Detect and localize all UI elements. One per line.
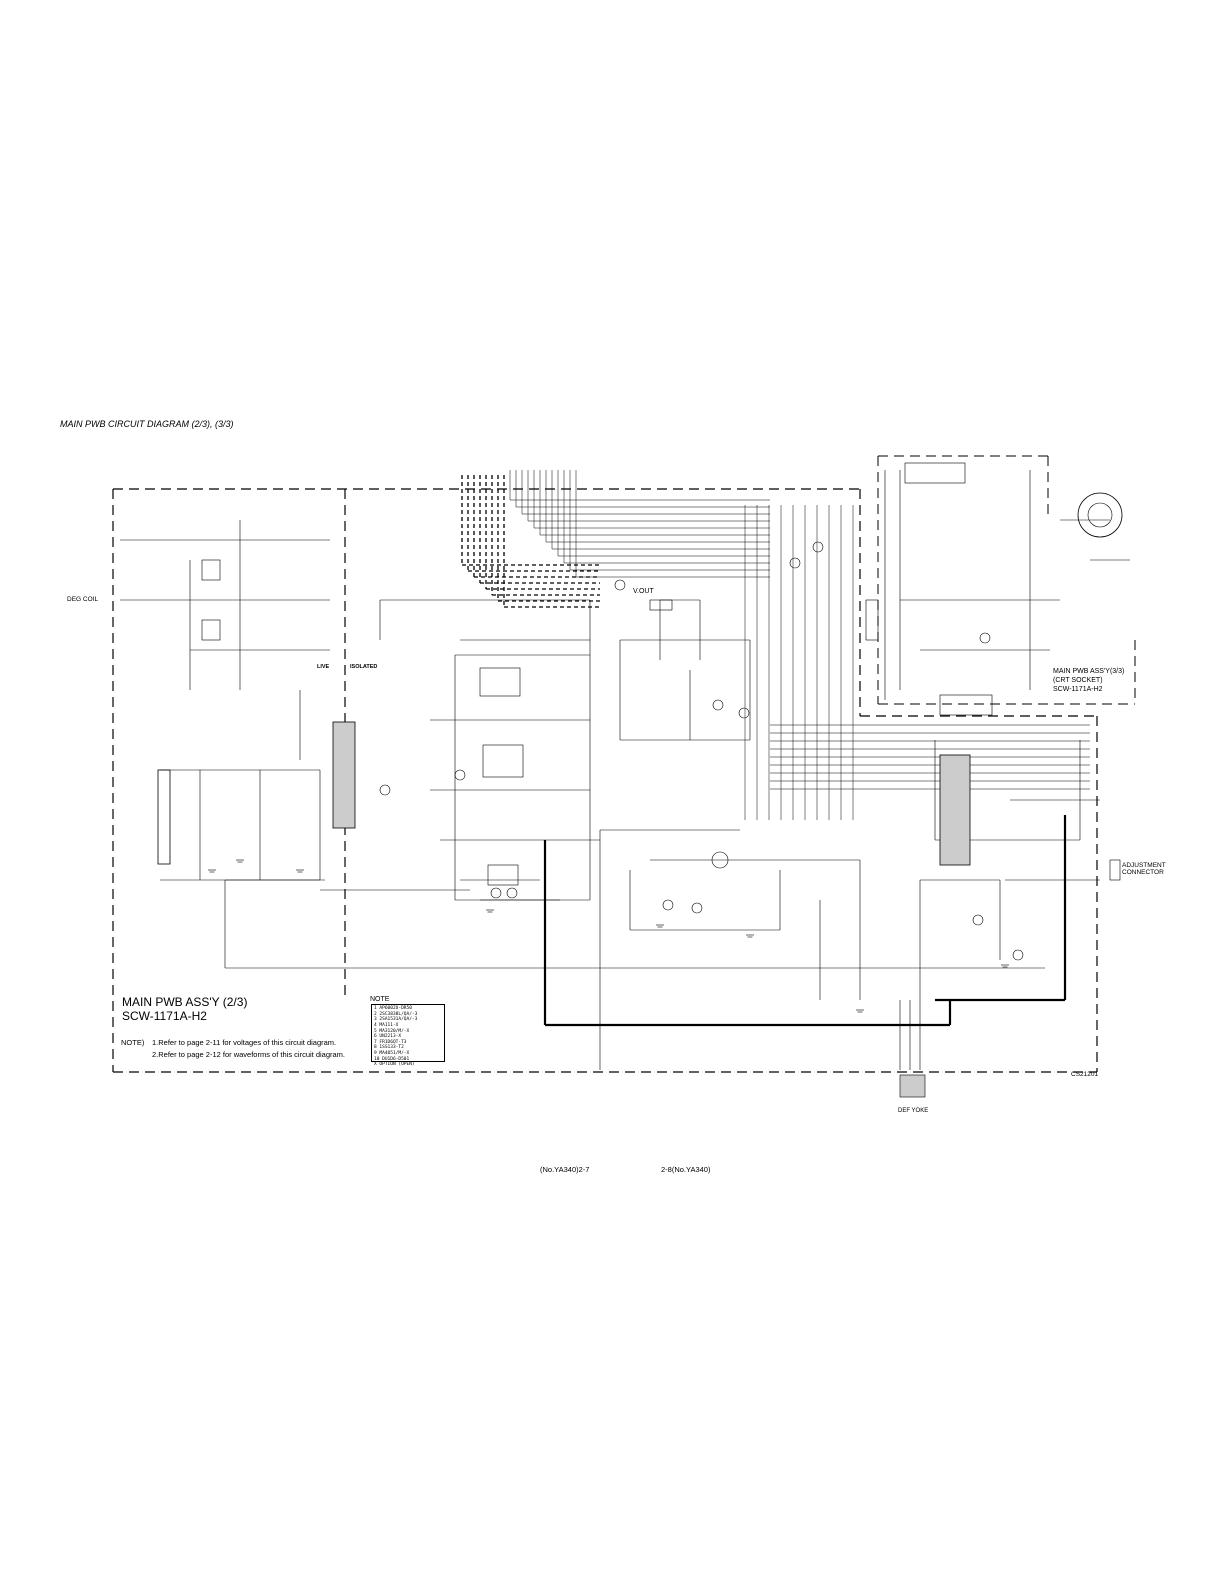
schematic-id: CS21201 (1071, 1071, 1099, 1078)
part-note-line: 1 AP6002U-DR50 (374, 1006, 412, 1011)
bridge-rectifier (201, 619, 221, 641)
part-note-line: 10 DU1D6-D501 (374, 1056, 410, 1062)
av-connector (157, 769, 171, 865)
ic-package (482, 744, 524, 778)
def-yoke-label: DEF YOKE (898, 1108, 929, 1114)
transistor-icon (506, 887, 518, 899)
part-note-header: NOTE (370, 996, 390, 1003)
assembly-code: SCW-1171A-H2 (122, 1009, 207, 1023)
transistor-icon (812, 541, 824, 553)
notes-label: NOTE) (121, 1038, 145, 1047)
part-note-line: X OPTION (OPEN) (374, 1062, 415, 1068)
crt-socket-icon (1077, 492, 1123, 538)
adjustment-connector-line: ADJUSTMENT (1122, 862, 1166, 869)
transistor-icon (662, 899, 674, 911)
transistor-icon (712, 699, 724, 711)
part-note-line: 6 UN2213-X (374, 1034, 402, 1040)
transistor-icon (789, 557, 801, 569)
crt-socket-line: MAIN PWB ASS'Y(3/3) (1053, 668, 1125, 675)
crt-socket-line: SCW-1171A-H2 (1053, 685, 1103, 693)
page-title: MAIN PWB CIRCUIT DIAGRAM (2/3), (3/3) (60, 419, 234, 429)
transistor-icon (972, 914, 984, 926)
page-number-left: (No.YA340)2-7 (540, 1165, 590, 1174)
note-item: 1.Refer to page 2-11 for voltages of thi… (152, 1038, 337, 1047)
page-number-right: 2-8(No.YA340) (661, 1165, 711, 1174)
part-note-line: 4 MA111-X (374, 1022, 399, 1028)
adjustment-connector (1109, 859, 1121, 881)
part-note-line: 9 MA4051/M/-X (374, 1051, 410, 1056)
transistor-icon (1012, 949, 1024, 961)
transistor-icon (738, 707, 750, 719)
part-note-box: NOTE 1 AP6002U-DR50 2 2SC3838L/QA/-3 3 2… (369, 996, 447, 1067)
adjustment-connector-label: ADJUSTMENT CONNECTOR (1122, 862, 1166, 877)
ic-package (649, 599, 673, 611)
assembly-title: MAIN PWB ASS'Y (2/3) (122, 995, 248, 1009)
transistor-icon (454, 769, 466, 781)
part-note-line: 5 MA3120/M/-X (374, 1028, 410, 1034)
ic-package (487, 864, 519, 886)
transistor-icon (711, 851, 729, 869)
transistor-icon (490, 887, 502, 899)
part-note-line: 8 1SS133-T2 (374, 1045, 404, 1051)
part-note-list: 1 AP6002U-DR50 2 2SC3838L/QA/-3 3 2SA153… (371, 1004, 445, 1067)
power-transformer (332, 721, 356, 829)
crt-socket-inner-icon (1087, 502, 1113, 528)
v-out-label: V.OUT (633, 588, 654, 595)
note-item: 2.Refer to page 2-12 for waveforms of th… (152, 1050, 346, 1059)
transistor-icon (691, 902, 703, 914)
crt-connector (865, 599, 879, 641)
transistor-icon (379, 784, 391, 796)
adjustment-connector-line: CONNECTOR (1122, 869, 1164, 877)
isolated-label: ISOLATED (350, 664, 378, 670)
crt-socket-assembly-label: MAIN PWB ASS'Y(3/3) (CRT SOCKET) SCW-117… (1053, 668, 1124, 694)
connector-block (939, 694, 993, 716)
deg-coil-label: DEG COIL (67, 596, 99, 603)
bridge-rectifier (201, 559, 221, 581)
connector-block (904, 462, 966, 484)
crt-socket-line: (CRT SOCKET) (1053, 676, 1103, 684)
part-note-line: 2 2SC3838L/QA/-3 (374, 1011, 418, 1017)
part-note-line: 3 2SA1531A/QA/-3 (374, 1017, 418, 1023)
live-label: LIVE (317, 664, 330, 670)
ic-package (479, 667, 521, 697)
transistor-icon (979, 632, 991, 644)
part-note-line: 7 FR1D6QT-T3 (374, 1039, 407, 1045)
transistor-icon (614, 579, 626, 591)
yoke-connector (899, 1074, 926, 1098)
main-ic (939, 754, 971, 866)
